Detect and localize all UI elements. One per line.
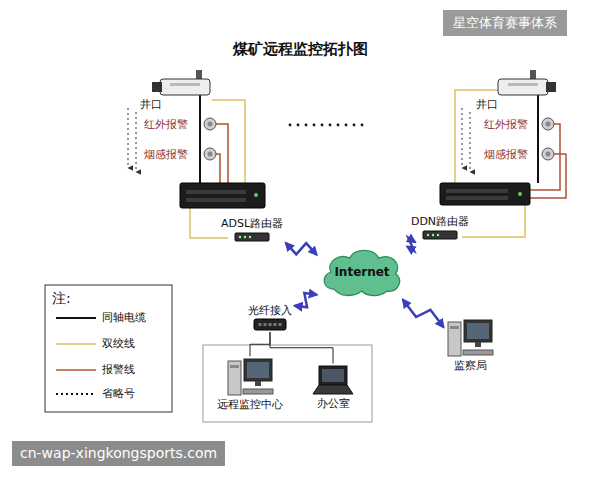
left-site [128, 70, 265, 238]
node-label: DDN路由器 [411, 215, 469, 228]
cable-link [270, 332, 333, 363]
ellipsis-dots [289, 124, 364, 127]
shaft-label: 井口 [476, 98, 498, 111]
legend-text: 省略号 [102, 387, 135, 400]
legend-sample [56, 393, 96, 395]
sensor-label: 烟感报警 [484, 148, 528, 161]
sensor-label: 红外报警 [144, 118, 188, 131]
cable-link [250, 332, 270, 356]
sensor-label: 烟感报警 [144, 148, 188, 161]
ddn-router: DDN路由器 [411, 215, 469, 240]
legend-frame [45, 285, 172, 412]
laptop-icon [312, 364, 354, 396]
legend-sample [56, 317, 96, 319]
bureau-computer: 监察局 [446, 317, 494, 372]
watermark: 星空体育赛事体系 [443, 10, 567, 36]
fiber-icon [253, 318, 287, 331]
adsl-router: ADSL路由器 [221, 217, 283, 242]
node-label: 办公室 [317, 397, 350, 410]
node-label: 监察局 [454, 359, 487, 372]
network-link [295, 293, 317, 307]
cloud-label: Internet [334, 265, 389, 279]
legend-text: 同轴电缆 [102, 311, 146, 324]
router-icon [234, 232, 270, 242]
right-site [440, 70, 566, 237]
pc-icon [226, 357, 274, 397]
node-label: ADSL路由器 [221, 217, 283, 230]
router-icon [422, 230, 458, 240]
office-laptop: 办公室 [312, 363, 354, 410]
center-enclosure [203, 345, 372, 422]
network-link [403, 300, 444, 327]
node-label: 远程监控中心 [217, 398, 283, 411]
node-label: 光纤接入 [248, 304, 292, 317]
network-link [407, 238, 415, 251]
pc-icon [446, 318, 494, 358]
legend-heading: 注: [52, 290, 71, 307]
legend-text: 报警线 [102, 363, 135, 376]
monitor-computer: 远程监控中心 [217, 356, 283, 411]
fiber-switch: 光纤接入 [248, 304, 292, 332]
internet-cloud: Internet [319, 246, 404, 298]
sensor-label: 红外报警 [484, 118, 528, 131]
legend-text: 双绞线 [102, 337, 135, 350]
diagram-title: 煤矿远程监控拓扑图 [233, 40, 368, 58]
legend-sample [56, 369, 96, 371]
legend-sample [56, 343, 96, 345]
shaft-label: 井口 [140, 98, 162, 111]
watermark-url: cn-wap-xingkongsports.com [12, 441, 225, 466]
network-link [286, 243, 317, 255]
